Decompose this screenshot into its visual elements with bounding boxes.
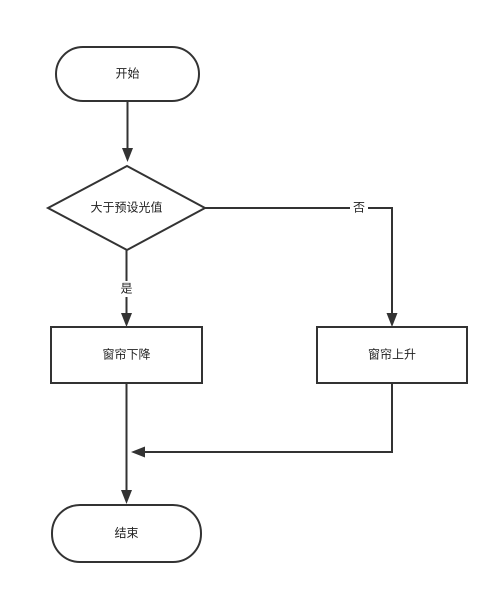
edge-yes-label-background: [117, 281, 136, 297]
edge-start-to-decision: [122, 101, 133, 162]
edge-decision-to-curtain-up-line: [205, 207, 393, 314]
edge-curtain-down-to-end: [121, 383, 132, 504]
end-node-label: 结束: [114, 526, 138, 540]
edge-curtain-up-to-merge-arrowhead: [131, 446, 145, 458]
edge-curtain-up-to-merge-line: [144, 383, 393, 453]
start-node-label: 开始: [115, 67, 139, 81]
edge-no-label: 否: [353, 201, 365, 215]
curtain-down-node-shape: [50, 326, 203, 384]
curtain-down-node[interactable]: 窗帘下降: [50, 326, 203, 384]
edge-yes-label: 是: [120, 282, 132, 296]
edge-decision-to-curtain-down-arrowhead: [121, 313, 132, 327]
decision-node-label: 大于预设光值: [90, 200, 162, 215]
curtain-up-node[interactable]: 窗帘上升: [316, 326, 468, 384]
edge-no-label-background: [350, 200, 368, 216]
edge-decision-to-curtain-up-arrowhead: [386, 313, 398, 327]
edge-decision-to-curtain-down: 是: [117, 250, 136, 327]
curtain-up-node-label: 窗帘上升: [368, 347, 416, 362]
edge-decision-to-curtain-up: 否: [205, 200, 398, 327]
curtain-down-node-label: 窗帘下降: [102, 347, 150, 362]
end-node-shape: [51, 504, 202, 563]
decision-node[interactable]: 大于预设光值: [45, 164, 208, 252]
end-node[interactable]: 结束: [51, 504, 202, 563]
start-node[interactable]: 开始: [55, 46, 200, 102]
edge-curtain-down-to-end-arrowhead: [121, 490, 132, 504]
curtain-up-node-shape: [316, 326, 468, 384]
edge-curtain-up-to-merge: [131, 383, 393, 458]
edge-start-to-decision-arrowhead: [122, 148, 133, 162]
